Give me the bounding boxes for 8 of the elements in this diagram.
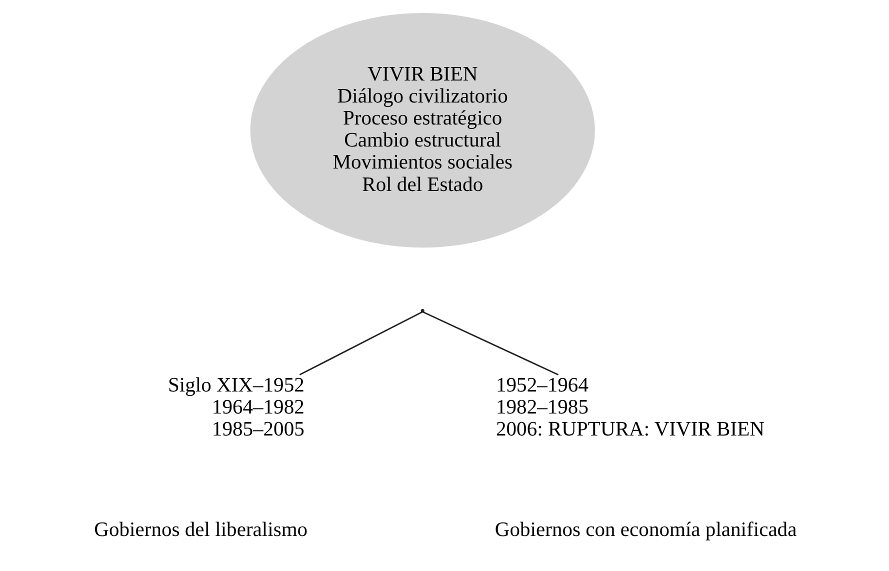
connector xyxy=(422,311,558,376)
node-text: Siglo XIX–1952 1964–1982 1985–2005 xyxy=(167,374,304,440)
node-point xyxy=(420,308,424,313)
label: Gobiernos con economía planificada xyxy=(494,519,796,542)
node-text: 1952–1964 1982–1985 2006: RUPTURA: VIVIR BIEN xyxy=(496,374,764,440)
node-ellipse: VIVIR BIEN Diálogo civilizatorio Proceso estratégico Cambio estructural Movimientos sociales Rol del Estado xyxy=(250,12,594,248)
label: Gobiernos del liberalismo xyxy=(94,519,308,542)
connector xyxy=(298,311,422,376)
